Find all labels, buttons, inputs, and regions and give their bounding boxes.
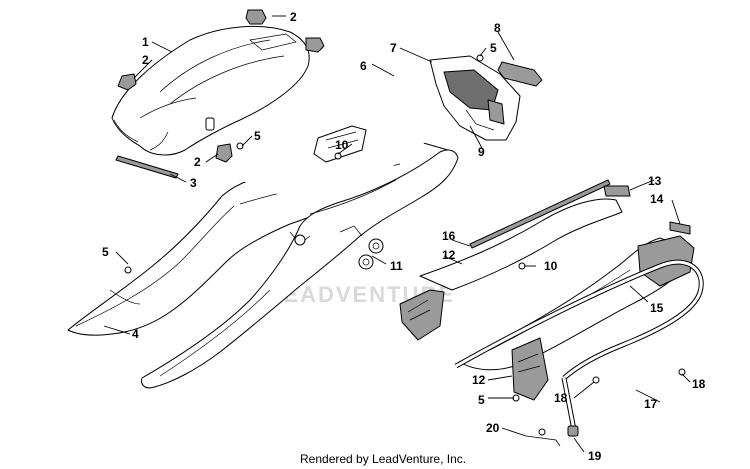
grab-rail-part bbox=[239, 76, 442, 209]
seat-cover-part bbox=[111, 25, 310, 156]
callout-label: 14 bbox=[650, 192, 664, 206]
callout-label: 5 bbox=[102, 245, 109, 259]
rear-trim-part bbox=[399, 198, 623, 341]
callout-label: 2 bbox=[290, 10, 297, 24]
callout-label: 18 bbox=[554, 391, 568, 405]
right-side-panel-part bbox=[141, 149, 459, 389]
callout-label: 12 bbox=[442, 248, 456, 262]
clip-part bbox=[117, 9, 325, 163]
callout-label: 17 bbox=[644, 397, 658, 411]
trim-rod-part bbox=[469, 179, 611, 249]
callout-label: 18 bbox=[692, 377, 706, 391]
lens-part bbox=[497, 61, 543, 87]
callout-label: 3 bbox=[190, 176, 197, 190]
callout-labels: 1 2 2 2 3 4 5 5 5 6 7 8 9 10 10 11 12 12… bbox=[102, 10, 706, 463]
callout-label: 6 bbox=[360, 59, 367, 73]
trim-strip-part bbox=[115, 155, 179, 179]
callout-label: 11 bbox=[390, 259, 403, 273]
render-credit: Rendered by LeadVenture, Inc. bbox=[300, 452, 466, 466]
fastener-part bbox=[124, 54, 686, 447]
hitch-bracket-part bbox=[511, 337, 549, 401]
callout-label: 5 bbox=[490, 41, 497, 55]
callout-label: 5 bbox=[254, 129, 261, 143]
callout-label: 9 bbox=[478, 145, 485, 159]
callout-label: 5 bbox=[478, 393, 485, 407]
decal-part bbox=[603, 185, 691, 235]
callout-label: 12 bbox=[472, 373, 486, 387]
callout-label: 16 bbox=[442, 229, 456, 243]
callout-label: 10 bbox=[544, 259, 558, 273]
grommet-part bbox=[358, 238, 384, 270]
callout-label: 19 bbox=[588, 449, 602, 463]
leader-lines bbox=[103, 15, 691, 453]
callout-label: 1 bbox=[142, 35, 149, 49]
callout-label: 8 bbox=[494, 21, 501, 35]
callout-label: 2 bbox=[194, 155, 201, 169]
callout-label: 4 bbox=[132, 327, 139, 341]
callout-label: 10 bbox=[335, 138, 349, 152]
callout-label: 7 bbox=[390, 41, 397, 55]
bumper-rail-part bbox=[454, 259, 704, 431]
callout-label: 13 bbox=[648, 174, 662, 188]
callout-label: 20 bbox=[486, 421, 500, 435]
taillight-housing-part bbox=[429, 55, 521, 141]
callout-label: 2 bbox=[142, 53, 149, 67]
callout-label: 15 bbox=[650, 301, 664, 315]
